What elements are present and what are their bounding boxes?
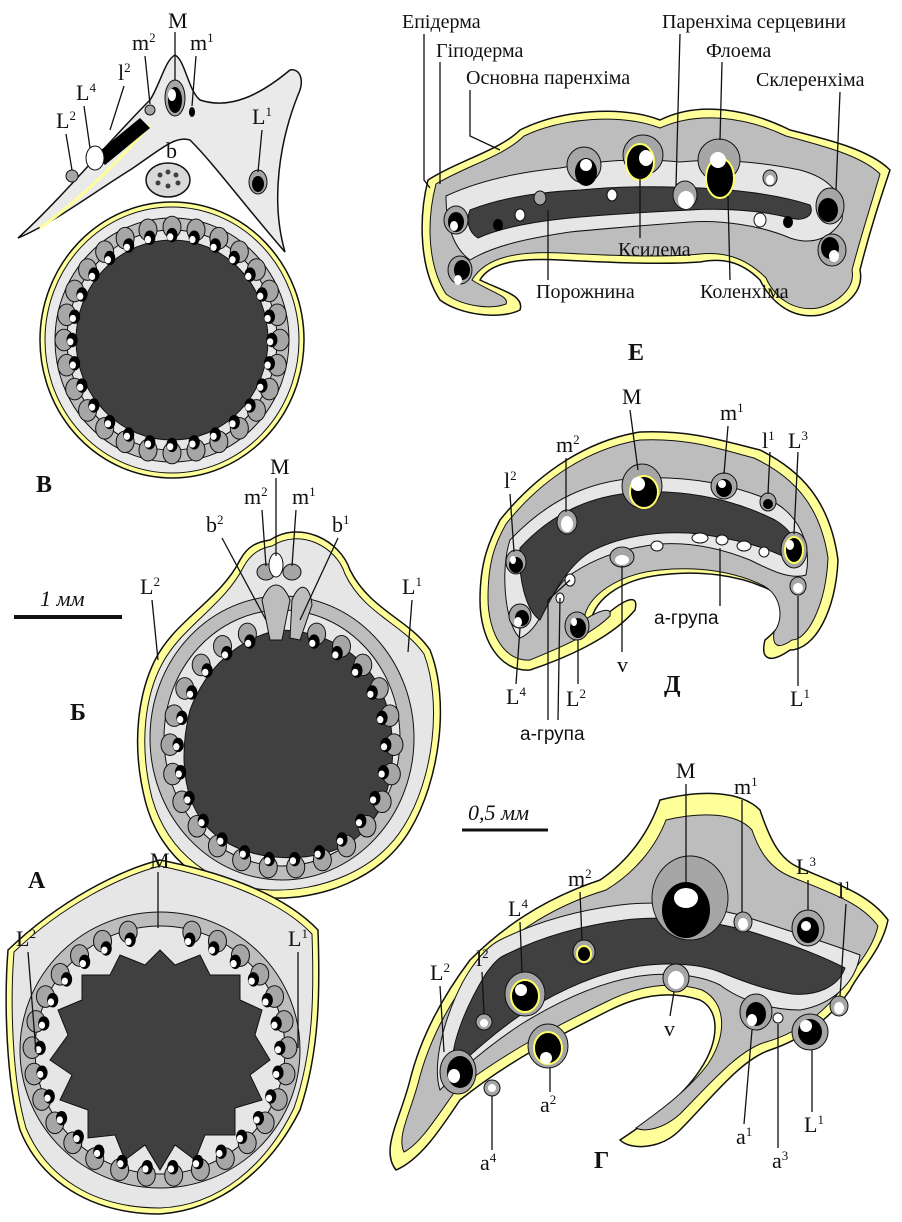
panel-d-label-l1: l1 xyxy=(762,428,775,453)
panel-v-label-l2: l2 xyxy=(118,60,131,85)
panel-v-label-m1: m1 xyxy=(190,30,214,55)
panel-g: M m1 m2 L4 L3 l1 l2 L2 v a2 a4 a1 a3 L1 … xyxy=(390,758,888,1175)
panel-v-pith xyxy=(76,240,268,440)
panel-d-label-L1: L1 xyxy=(790,686,810,711)
panel-g-letter: Г xyxy=(594,1148,609,1174)
panel-g-label-L1: L1 xyxy=(804,1112,824,1137)
panel-b-label-b1: b1 xyxy=(332,512,350,537)
panel-b: M m2 m1 b2 b1 L2 L1 Б xyxy=(70,454,440,898)
panel-d-label-m2: m2 xyxy=(556,432,580,457)
panel-v-letter: В xyxy=(36,472,52,498)
panel-e-letter: Е xyxy=(628,340,644,366)
panel-d-label-m1: m1 xyxy=(720,400,744,425)
panel-d-label-v: v xyxy=(617,652,628,677)
panel-d-label-L3: L3 xyxy=(788,428,808,453)
panel-g-label-a3: a3 xyxy=(772,1148,788,1173)
panel-v-bud xyxy=(146,163,190,197)
panel-e-label-hypodermis: Гіподерма xyxy=(436,40,524,62)
scalebar-1mm: 1 мм xyxy=(14,586,122,617)
panel-g-label-a1: a1 xyxy=(736,1124,752,1149)
panel-g-label-m1: m1 xyxy=(734,774,758,799)
panel-e-label-phloem: Флоема xyxy=(706,40,771,62)
scalebar-0-5mm-label: 0,5 мм xyxy=(468,800,529,825)
panel-b-letter: Б xyxy=(70,700,86,726)
panel-e: Епідерма Гіподерма Основна паренхіма Пар… xyxy=(402,11,890,366)
panel-d-letter: Д xyxy=(664,672,681,698)
panel-a: M L2 L1 А xyxy=(6,848,319,1214)
panel-v-label-m2: m2 xyxy=(132,30,156,55)
panel-g-label-a4: a4 xyxy=(480,1150,497,1175)
panel-d: M m1 m2 l1 L3 l2 L4 L2 L1 v а-група а-гр… xyxy=(480,384,838,745)
panel-g-label-M: M xyxy=(676,758,696,783)
panel-g-label-a2: a2 xyxy=(540,1092,556,1117)
panel-e-label-pith-parenchyma: Паренхіма серцевини xyxy=(662,11,846,33)
panel-v-label-b: b xyxy=(166,138,177,163)
panel-b-label-L1: L1 xyxy=(402,574,422,599)
panel-v-label-L2: L2 xyxy=(56,108,76,133)
panel-d-label-M: M xyxy=(622,384,642,409)
panel-b-label-m2: m2 xyxy=(244,484,268,509)
panel-d-label-agroup-2: а-група xyxy=(520,724,585,745)
panel-v: M m2 m1 l2 L4 L2 L1 b В xyxy=(18,8,304,498)
panel-a-letter: А xyxy=(28,868,46,894)
panel-e-label-ground: Основна паренхіма xyxy=(466,67,630,89)
panel-e-label-collenchyma: Коленхіма xyxy=(700,281,789,303)
panel-b-label-M: M xyxy=(270,454,290,479)
scalebar-1mm-label: 1 мм xyxy=(40,586,85,611)
panel-d-label-agroup-1: а-група xyxy=(654,608,719,629)
panel-d-label-l2: l2 xyxy=(504,468,517,493)
panel-b-label-L2: L2 xyxy=(140,574,160,599)
panel-g-label-v: v xyxy=(664,1016,675,1041)
panel-e-label-cavity: Порожнина xyxy=(536,281,635,303)
panel-v-label-M: M xyxy=(168,8,188,33)
panel-d-label-L2: L2 xyxy=(566,686,586,711)
panel-b-label-b2: b2 xyxy=(206,512,224,537)
panel-g-label-L2: L2 xyxy=(430,960,450,985)
panel-a-label-M: M xyxy=(150,848,170,873)
panel-d-label-L4: L4 xyxy=(506,684,526,709)
scalebar-0-5mm: 0,5 мм xyxy=(462,800,548,830)
panel-v-label-L4: L4 xyxy=(76,80,96,105)
panel-e-label-epidermis: Епідерма xyxy=(402,11,481,33)
panel-e-label-sclerenchyma: Склеренхіма xyxy=(756,69,865,91)
panel-b-label-m1: m1 xyxy=(292,484,316,509)
panel-e-label-xylem: Ксилема xyxy=(618,239,691,261)
